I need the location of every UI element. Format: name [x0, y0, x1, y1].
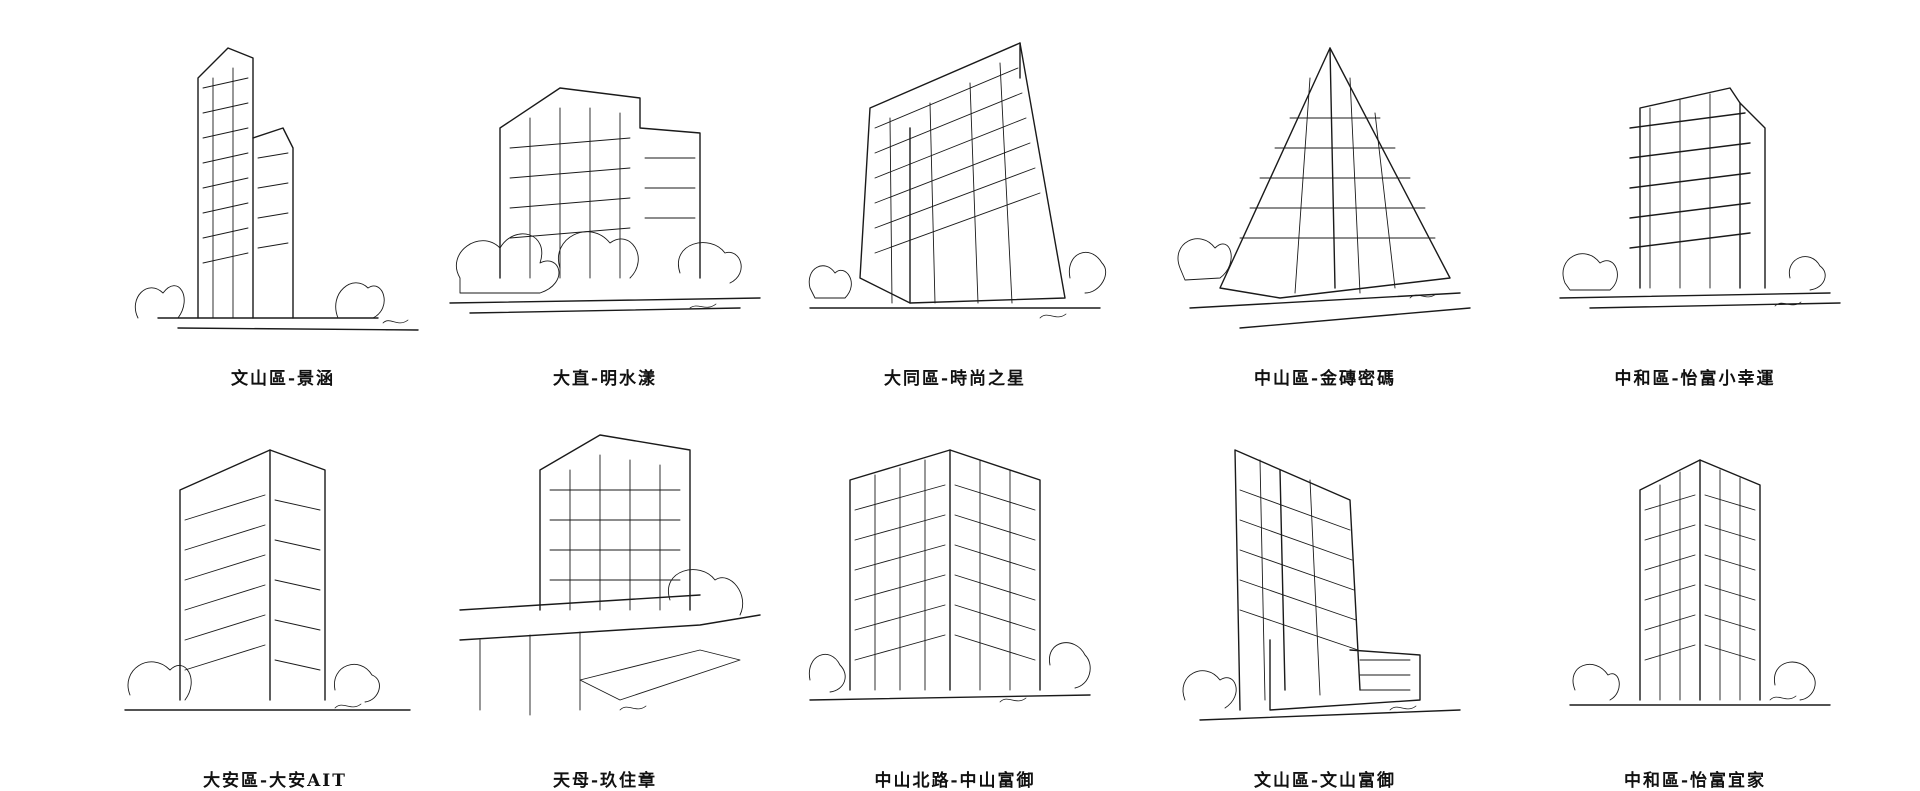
project-caption: 大同區-時尚之星 [883, 369, 1027, 389]
building-sketch-image [1182, 449, 1461, 721]
building-sketch-image [1177, 47, 1471, 329]
project-caption: 天母-玖住章 [552, 771, 658, 791]
project-card-datong-fashion-star[interactable]: 大同區-時尚之星 [790, 18, 1120, 398]
project-caption: 中山北路-中山富御 [874, 771, 1036, 791]
project-caption: 中和區-怡富宜家 [1623, 771, 1767, 791]
project-caption: 大直-明水漾 [552, 369, 658, 389]
project-card-zhongshan-north-fuyu[interactable]: 中山北路-中山富御 [790, 410, 1120, 791]
building-sketch-image [459, 434, 761, 716]
project-caption: 中和區-怡富小幸運 [1614, 369, 1776, 389]
project-caption: 文山區-景涵 [230, 369, 336, 389]
building-sketch-image [808, 42, 1107, 319]
building-sketch-image [124, 449, 411, 711]
project-card-wenshan-jinghan[interactable]: 文山區-景涵 [118, 18, 448, 398]
building-sketch-image [134, 47, 419, 331]
project-card-zhongshan-golden-brick[interactable]: 中山區-金磚密碼 [1160, 18, 1490, 398]
building-sketch-image [1559, 87, 1841, 309]
building-sketch-image [808, 449, 1091, 703]
project-card-wenshan-fuyu[interactable]: 文山區-文山富御 [1160, 410, 1490, 791]
project-caption: 大安區-大安AIT [203, 771, 347, 791]
project-card-zhonghe-yifu-yijia[interactable]: 中和區-怡富宜家 [1530, 410, 1860, 791]
project-card-zhonghe-yifu-little-luck[interactable]: 中和區-怡富小幸運 [1530, 18, 1860, 398]
project-card-daan-ait[interactable]: 大安區-大安AIT [110, 410, 440, 791]
project-card-tianmu-jiuzhuzhang[interactable]: 天母-玖住章 [440, 410, 770, 791]
project-card-dazhi-mingshuiyang[interactable]: 大直-明水漾 [440, 18, 770, 398]
building-sketch-image [1569, 459, 1831, 706]
building-sketch-image [449, 87, 761, 314]
project-caption: 中山區-金磚密碼 [1253, 369, 1397, 389]
project-caption: 文山區-文山富御 [1253, 771, 1397, 791]
